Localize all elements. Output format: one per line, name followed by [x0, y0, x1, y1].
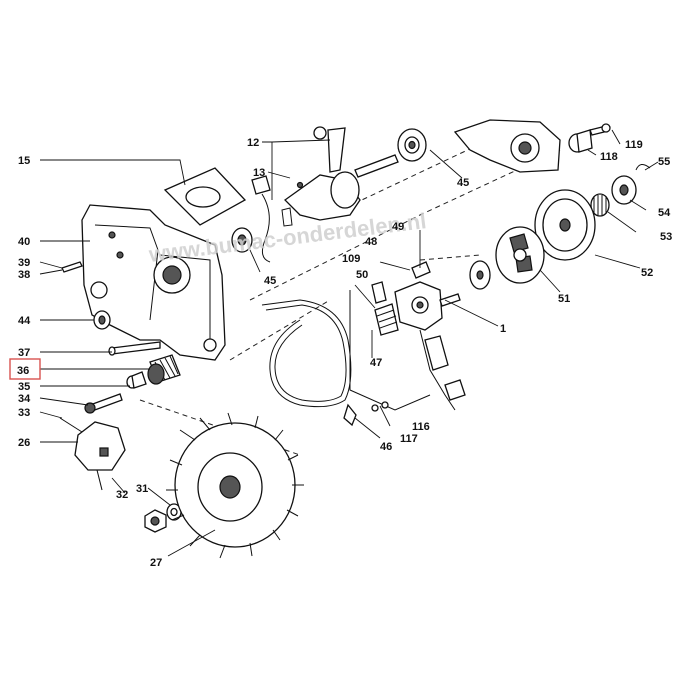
callout-116: 116 [412, 421, 430, 433]
callout-labels: 15 12 13 40 39 38 44 37 36 35 34 33 26 3… [17, 137, 672, 569]
callout-35: 35 [18, 381, 30, 393]
callout-119: 119 [625, 139, 643, 151]
washer-part-31 [166, 503, 182, 521]
callout-109: 109 [342, 253, 360, 265]
bearing-part-45-right [397, 128, 427, 162]
clutch-washer [469, 260, 491, 290]
callout-1: 1 [500, 323, 506, 335]
circlip-part-55 [635, 164, 651, 171]
oil-pump-part-1 [394, 281, 461, 331]
worm-gear-part-50 [371, 281, 399, 336]
bushing-part-118 [568, 129, 593, 153]
callout-45-left: 45 [264, 275, 276, 287]
screw-part-119 [589, 123, 611, 136]
sleeve-part-35 [126, 371, 147, 389]
bolt-part-37 [108, 341, 161, 356]
gasket-part-15 [163, 167, 247, 226]
nut-part-32 [144, 509, 167, 533]
callout-39: 39 [18, 257, 30, 269]
callout-47: 47 [370, 357, 382, 369]
bearing-part-45-left [231, 227, 253, 253]
callout-49: 49 [392, 221, 404, 233]
callout-50: 50 [356, 269, 368, 281]
callout-55: 55 [658, 156, 670, 168]
flywheel-part-27 [166, 412, 304, 559]
callout-33: 33 [18, 407, 30, 419]
callout-51: 51 [558, 293, 570, 305]
washer-part-44 [93, 310, 111, 330]
callout-15: 15 [18, 155, 30, 167]
callout-54: 54 [658, 207, 671, 219]
leader-lines [39, 129, 659, 557]
clip-part-13 [251, 175, 304, 263]
crankshaft-part-12 [281, 126, 399, 227]
crankcase-part-40 [81, 204, 226, 361]
callout-52: 52 [641, 267, 653, 279]
callout-48: 48 [365, 236, 377, 248]
bracket-part-47 [349, 290, 431, 411]
callout-26: 26 [18, 437, 30, 449]
oil-line [419, 329, 466, 411]
callout-31: 31 [136, 483, 148, 495]
callout-13: 13 [253, 167, 265, 179]
clutch-part-51 [495, 226, 545, 284]
callout-27: 27 [150, 557, 162, 569]
screw-part-34 [84, 393, 123, 414]
callout-38: 38 [18, 269, 30, 281]
ignition-coil-part-26 [59, 417, 126, 491]
callout-32: 32 [116, 489, 128, 501]
washer-part-54 [611, 175, 637, 205]
watermark-text: www.bumac-onderdelen.nl [147, 208, 428, 267]
clutch-drum-part-52 [534, 189, 596, 261]
callout-44: 44 [18, 315, 31, 327]
brake-band-part-46 [261, 299, 357, 427]
seal-part-49 [411, 261, 431, 279]
callout-53: 53 [660, 231, 672, 243]
callout-40: 40 [18, 236, 30, 248]
crankcase-right-half [453, 119, 561, 173]
callout-12: 12 [247, 137, 259, 149]
screw-part-116 [371, 401, 389, 412]
needle-bearing-part-53 [590, 193, 610, 217]
spring-part-36 [147, 354, 181, 385]
callout-36: 36 [17, 365, 29, 377]
callout-45-right: 45 [457, 177, 469, 189]
highlight-box-36 [9, 358, 41, 380]
callout-118: 118 [600, 151, 618, 163]
screw-part-39 [61, 261, 83, 273]
callout-37: 37 [18, 347, 30, 359]
callout-117: 117 [400, 433, 418, 445]
callout-34: 34 [18, 393, 31, 405]
callout-46: 46 [380, 441, 392, 453]
